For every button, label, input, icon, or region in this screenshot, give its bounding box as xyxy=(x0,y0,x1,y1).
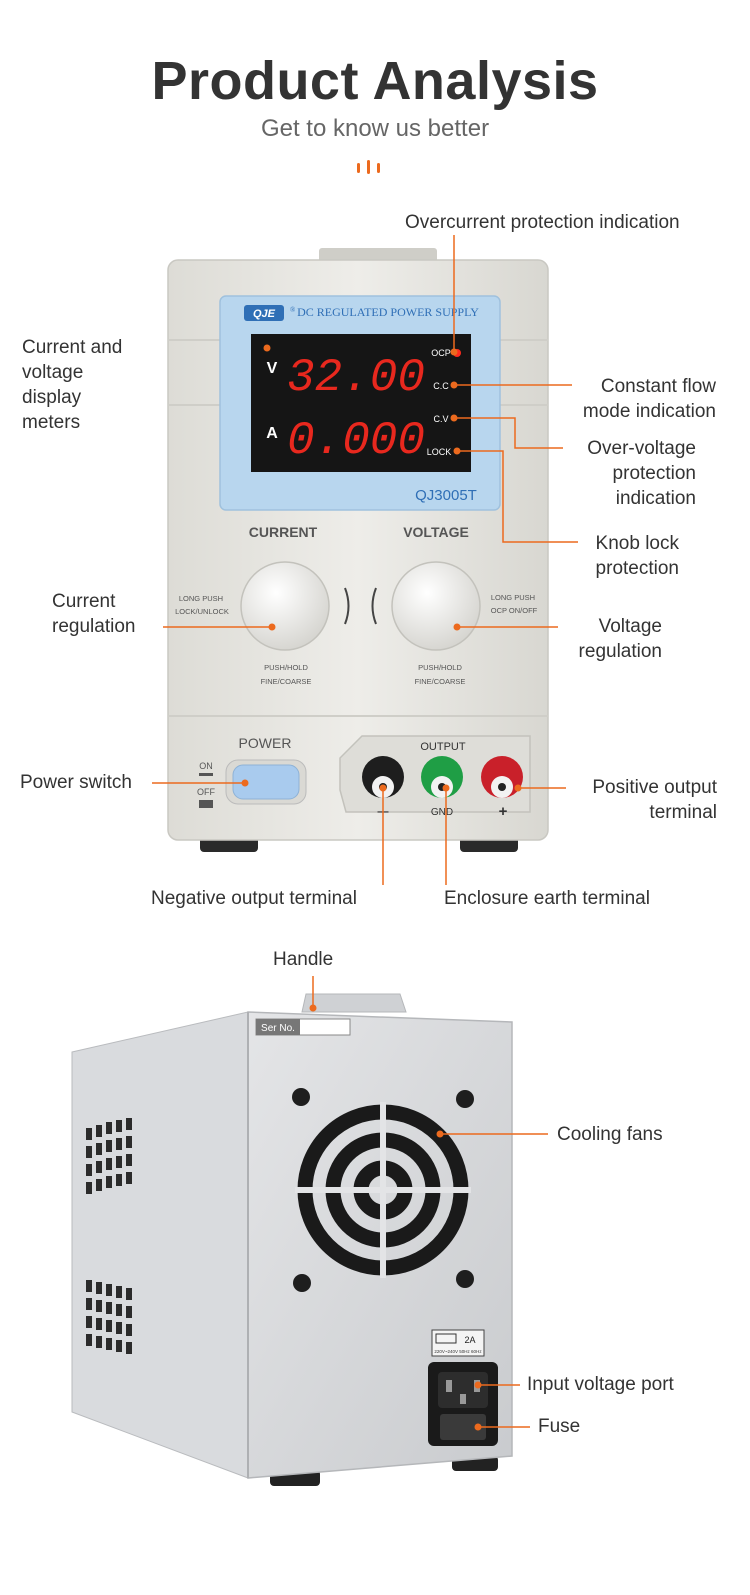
current-push-line2: LOCK/UNLOCK xyxy=(175,607,229,616)
brand-logo: QJE xyxy=(253,308,276,320)
on-label: ON xyxy=(199,761,213,771)
callout-knob-lock: Knob lock protection xyxy=(595,533,679,579)
off-label: OFF xyxy=(197,787,215,797)
front-device: QJE ® DC REGULATED POWER SUPPLY V A 32.0… xyxy=(167,248,549,852)
callout-overvoltage: Over-voltage protection indication xyxy=(587,438,696,509)
callout-display-meters: Current and voltage display meters xyxy=(22,337,123,433)
input-spec: 220V~240V 50Hz 60Hz xyxy=(434,1349,482,1354)
callout-positive-terminal: Positive output terminal xyxy=(592,777,717,823)
voltage-push-line1: LONG PUSH xyxy=(491,593,535,602)
current-knob[interactable] xyxy=(240,561,330,651)
callout-input-port: Input voltage port xyxy=(527,1374,674,1395)
indicator-lock: LOCK xyxy=(427,447,452,457)
callout-handle: Handle xyxy=(273,949,334,970)
terminal-gnd-label: GND xyxy=(431,807,453,818)
led-window xyxy=(251,334,471,472)
current-push-text: LONG PUSH LOCK/UNLOCK xyxy=(175,594,229,616)
panel-title: DC REGULATED POWER SUPPLY xyxy=(297,305,479,319)
fuse-holder[interactable] xyxy=(440,1414,486,1440)
callout-power-switch: Power switch xyxy=(20,772,132,793)
current-reading: 0.000 xyxy=(287,415,425,467)
indicator-cv: C.V xyxy=(433,414,448,424)
power-switch[interactable] xyxy=(232,764,300,800)
callout-negative-terminal: Negative output terminal xyxy=(151,888,357,909)
callout-lines xyxy=(152,235,578,1428)
callout-current-regulation: Current regulation xyxy=(52,591,136,637)
callout-fuse: Fuse xyxy=(538,1416,581,1437)
indicator-cc: C.C xyxy=(433,381,449,391)
current-knob-label: CURRENT xyxy=(249,524,318,540)
page-title: Product Analysis xyxy=(151,51,599,111)
voltage-unit: V xyxy=(267,360,278,377)
terminal-positive-label: + xyxy=(499,803,508,820)
title-decoration xyxy=(357,160,381,176)
callout-dots xyxy=(241,344,522,1431)
voltage-reading: 32.00 xyxy=(287,352,425,404)
voltage-push-text: LONG PUSH OCP ON/OFF xyxy=(491,593,538,615)
indicator-ocp: OCP xyxy=(431,348,451,358)
voltage-knob[interactable] xyxy=(391,561,481,651)
current-push-line1: LONG PUSH xyxy=(179,594,223,603)
callout-voltage-regulation: Voltage regulation xyxy=(578,616,662,662)
callout-overcurrent: Overcurrent protection indication xyxy=(405,212,680,233)
back-device: Ser No. 2A 220V~240V 50Hz 60Hz xyxy=(71,993,513,1486)
svg-text:®: ® xyxy=(290,306,296,314)
callout-cooling-fans: Cooling fans xyxy=(557,1124,663,1145)
voltage-push-line2: OCP ON/OFF xyxy=(491,606,538,615)
callout-constant-flow: Constant flow mode indication xyxy=(582,376,716,422)
model-number: QJ3005T xyxy=(415,487,477,504)
page-subtitle: Get to know us better xyxy=(260,115,490,142)
current-unit: A xyxy=(266,425,278,442)
callout-earth-terminal: Enclosure earth terminal xyxy=(444,888,650,909)
output-label: OUTPUT xyxy=(420,741,466,753)
voltage-knob-label: VOLTAGE xyxy=(403,524,469,540)
power-label: POWER xyxy=(239,735,292,751)
serial-label: Ser No. xyxy=(261,1023,295,1034)
fuse-rating: 2A xyxy=(464,1335,475,1345)
side-vents xyxy=(86,1118,132,1354)
brand-logo-icon xyxy=(244,305,284,321)
